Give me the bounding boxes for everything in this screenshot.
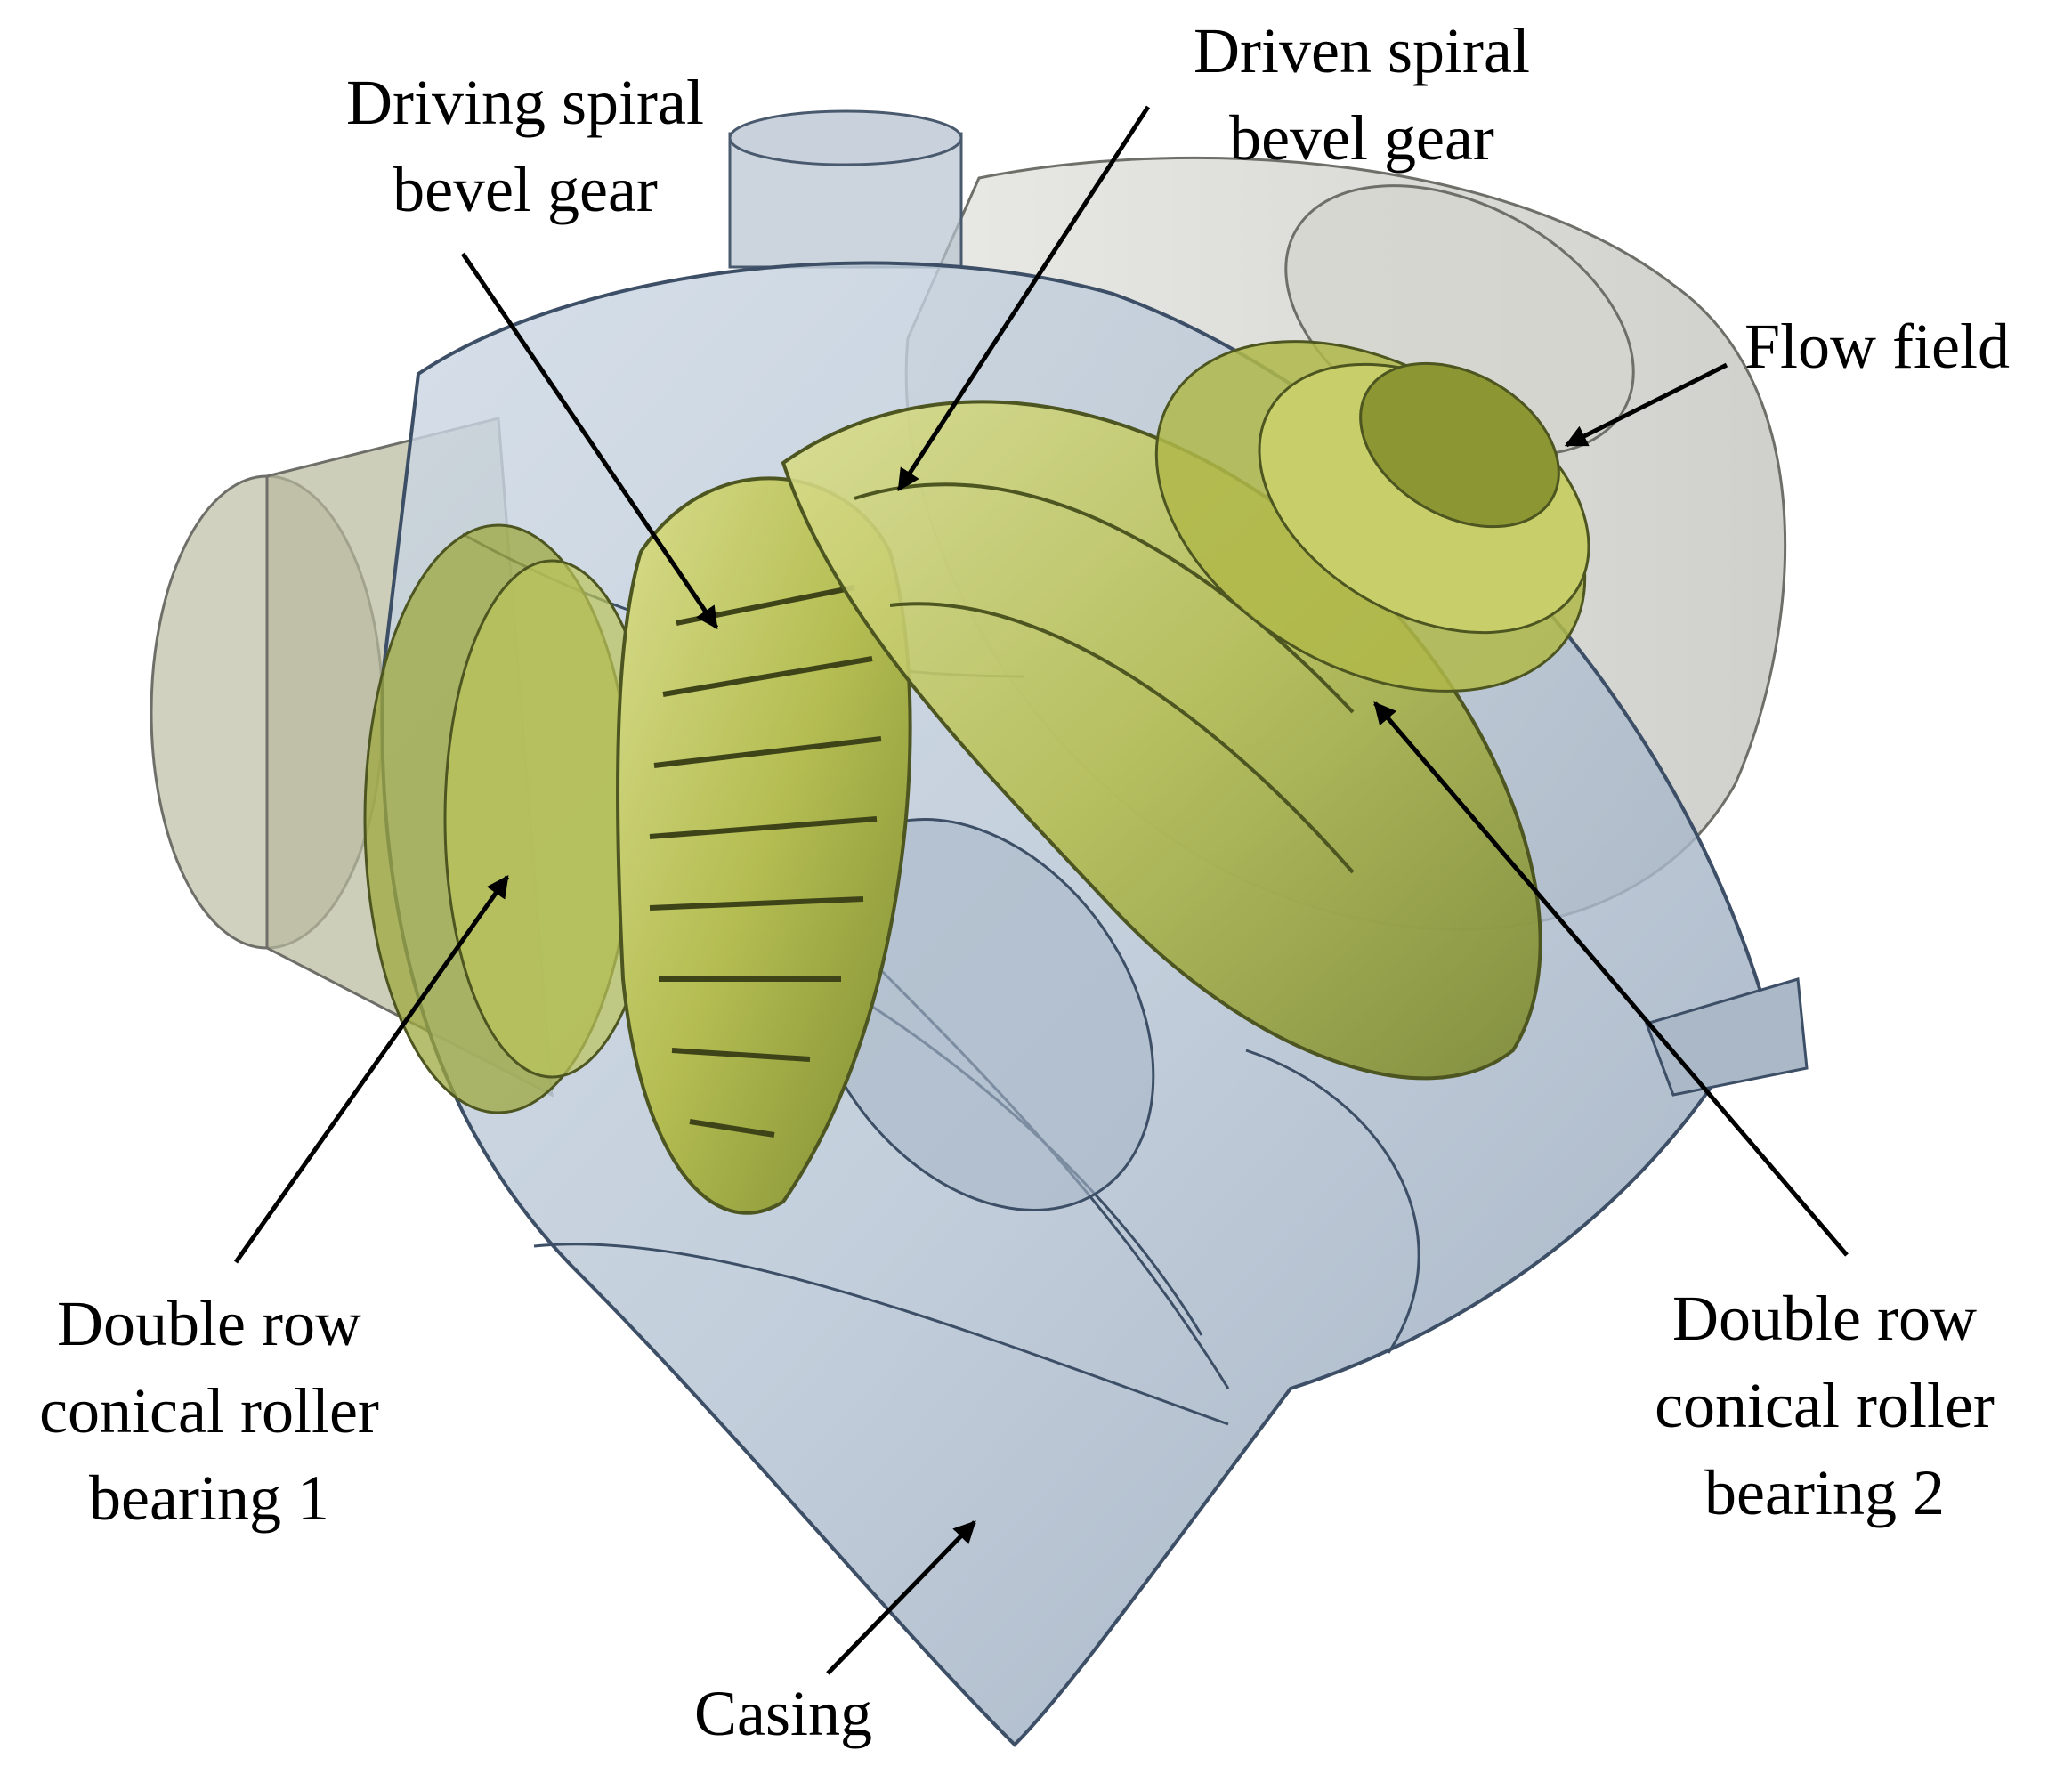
label-bearing-1: Double row conical roller bearing 1 [0,1280,418,1542]
label-line: bevel gear [393,154,658,225]
arrow-casing [826,1520,976,1675]
label-line: Flow field [1744,311,2010,382]
leader-arrows [233,105,1849,1675]
arrow-driven-gear [896,105,1151,492]
arrow-driving-gear [460,252,719,630]
label-line: bearing 2 [1704,1457,1945,1528]
label-casing: Casing [623,1670,943,1757]
bearing-1-shape [363,523,660,1114]
arrow-bearing-1 [233,874,510,1264]
arrow-flow-field [1564,362,1728,448]
label-driven-spiral-bevel-gear: Driven spiral bevel gear [997,7,1727,182]
label-line: bearing 1 [89,1462,329,1534]
label-line: bevel gear [1229,102,1494,174]
label-line: conical roller [39,1375,379,1446]
label-line: Driven spiral [1194,15,1530,86]
arrow-bearing-2 [1373,701,1849,1257]
label-line: conical roller [1655,1370,1995,1441]
label-flow-field: Flow field [1744,303,2065,390]
label-line: Driving spiral [346,67,704,138]
label-line: Casing [693,1678,872,1749]
label-line: Double row [57,1288,361,1359]
label-bearing-2: Double row conical roller bearing 2 [1602,1275,2047,1536]
driving-gear-shape [616,476,912,1215]
bearing-2-shape [1154,340,1590,693]
label-driving-spiral-bevel-gear: Driving spiral bevel gear [160,59,890,233]
label-line: Double row [1672,1283,1977,1354]
